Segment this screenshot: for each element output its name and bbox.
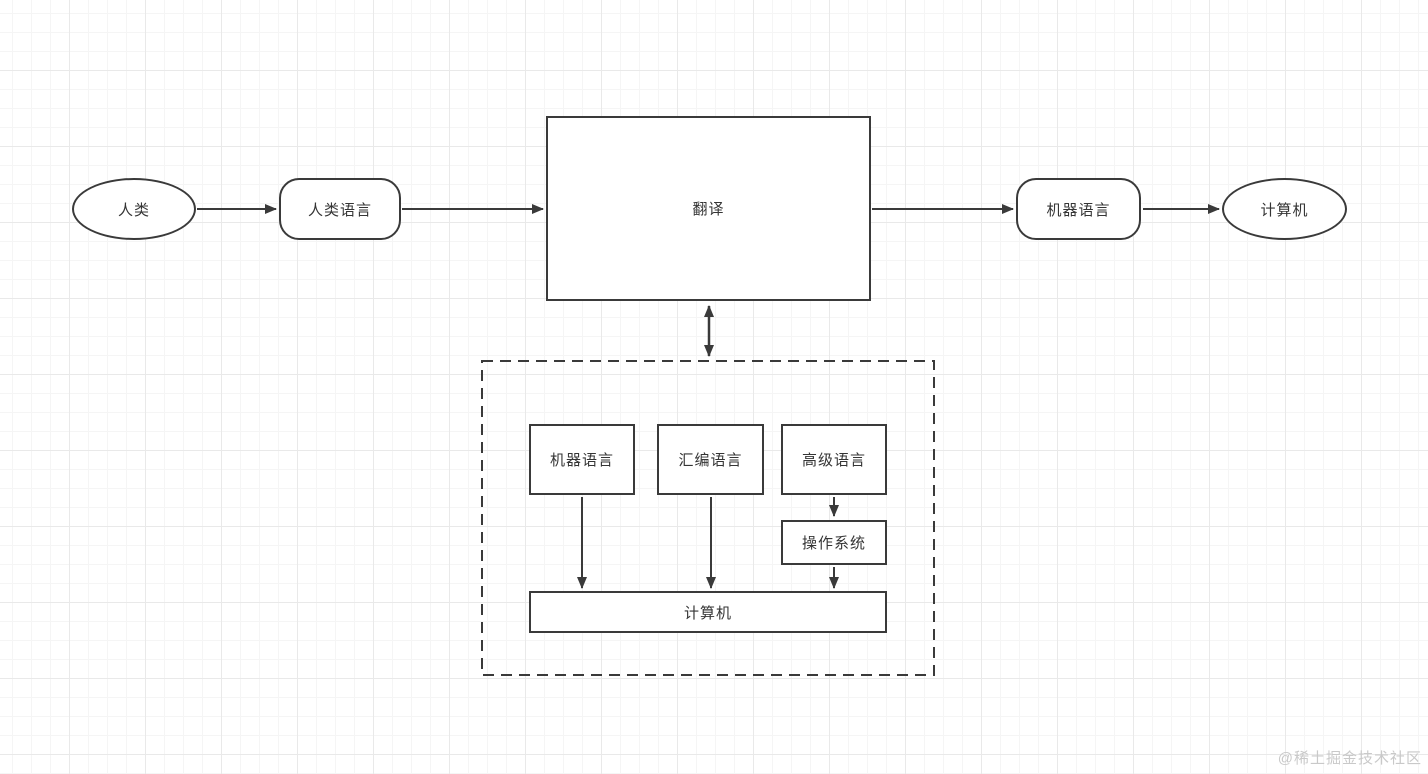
node-computer-label: 计算机 <box>1260 201 1309 219</box>
node-human-language-label: 人类语言 <box>307 201 372 219</box>
node-inner-machine-language: 机器语言 <box>529 424 635 495</box>
node-machine-language-label: 机器语言 <box>1046 201 1111 219</box>
node-inner-computer: 计算机 <box>529 591 887 633</box>
node-translate-label: 翻译 <box>692 201 725 218</box>
node-inner-operating-system: 操作系统 <box>781 520 887 565</box>
node-inner-machine-language-label: 机器语言 <box>549 452 614 469</box>
node-inner-assembly-language-label: 汇编语言 <box>678 452 743 469</box>
watermark: @稀土掘金技术社区 <box>1277 750 1422 767</box>
node-human-label: 人类 <box>117 201 150 219</box>
node-inner-computer-label: 计算机 <box>683 604 732 622</box>
translation-methods-container <box>481 360 935 676</box>
node-translate: 翻译 <box>546 116 871 301</box>
node-machine-language: 机器语言 <box>1016 178 1141 240</box>
node-computer: 计算机 <box>1222 178 1347 240</box>
node-inner-operating-system-label: 操作系统 <box>801 535 866 552</box>
node-inner-assembly-language: 汇编语言 <box>657 424 764 495</box>
node-inner-high-level-language: 高级语言 <box>781 424 887 495</box>
node-human-language: 人类语言 <box>279 178 401 240</box>
node-inner-high-level-language-label: 高级语言 <box>801 452 866 469</box>
node-human: 人类 <box>72 178 196 240</box>
